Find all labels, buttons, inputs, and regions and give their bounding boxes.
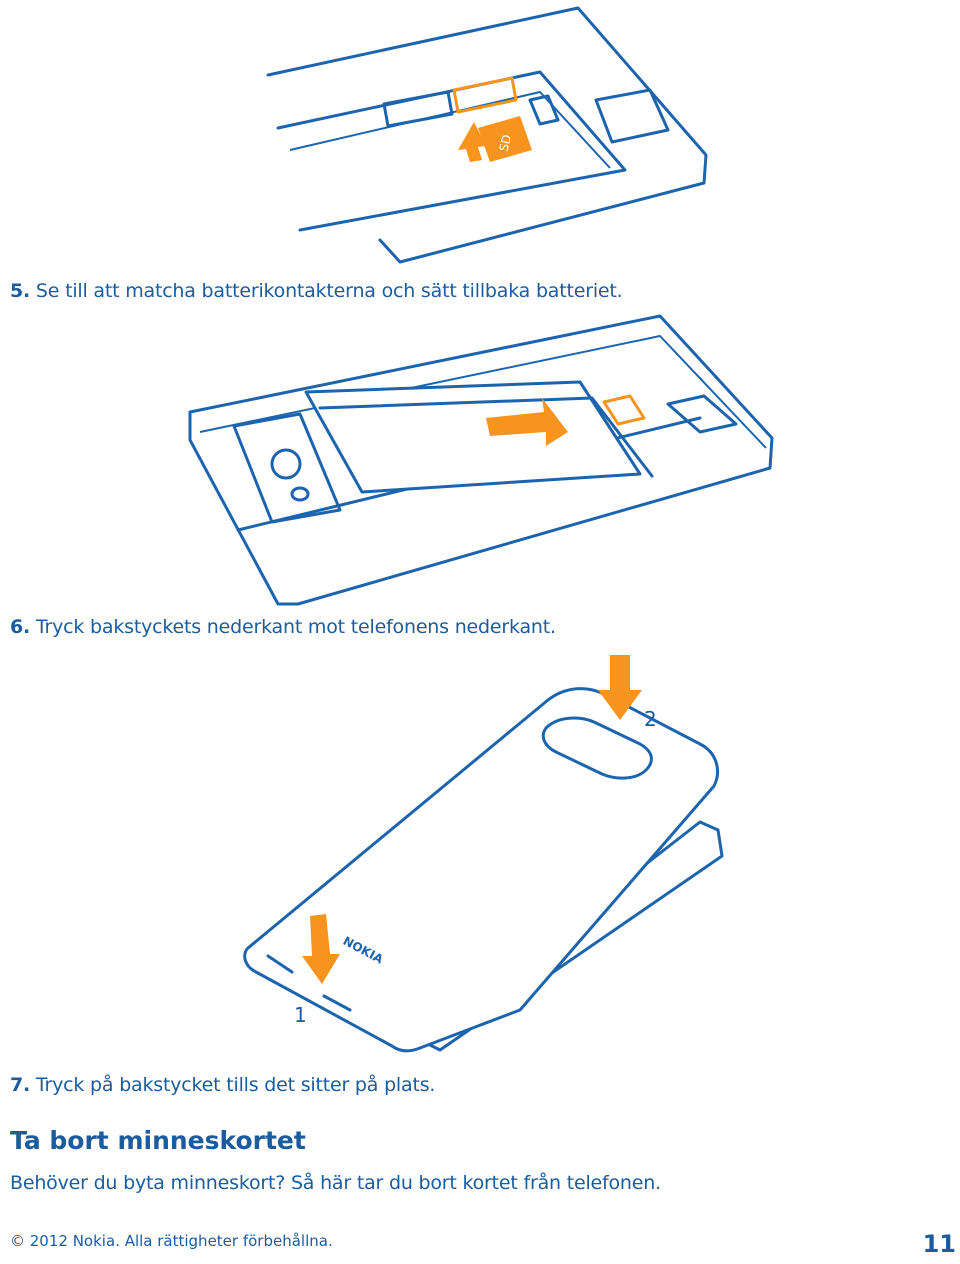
step-6: 6. Tryck bakstyckets nederkant mot telef… — [10, 616, 556, 638]
back-cover-press-illustration: NOKIA 1 2 — [243, 655, 724, 1053]
label-1: 1 — [294, 1003, 307, 1027]
label-2: 2 — [644, 707, 657, 731]
step-7-number: 7. — [10, 1074, 31, 1096]
step-7-text: Tryck på bakstycket tills det sitter på … — [35, 1074, 436, 1096]
page-number: 11 — [922, 1230, 956, 1258]
step-5-number: 5. — [10, 280, 31, 302]
section-heading: Ta bort minneskortet — [10, 1126, 306, 1155]
step-6-number: 6. — [10, 616, 31, 638]
sd-card-label: SD — [496, 133, 514, 153]
step-6-text: Tryck bakstyckets nederkant mot telefone… — [35, 616, 556, 638]
battery-insert-illustration — [188, 314, 774, 606]
memory-card-insert-illustration: SD — [266, 6, 708, 264]
step-5-text: Se till att matcha batterikontakterna oc… — [35, 280, 623, 302]
step-5: 5. Se till att matcha batterikontakterna… — [10, 280, 623, 302]
copyright-footer: © 2012 Nokia. Alla rättigheter förbehåll… — [10, 1232, 333, 1250]
section-body: Behöver du byta minneskort? Så här tar d… — [10, 1172, 661, 1194]
step-7: 7. Tryck på bakstycket tills det sitter … — [10, 1074, 435, 1096]
